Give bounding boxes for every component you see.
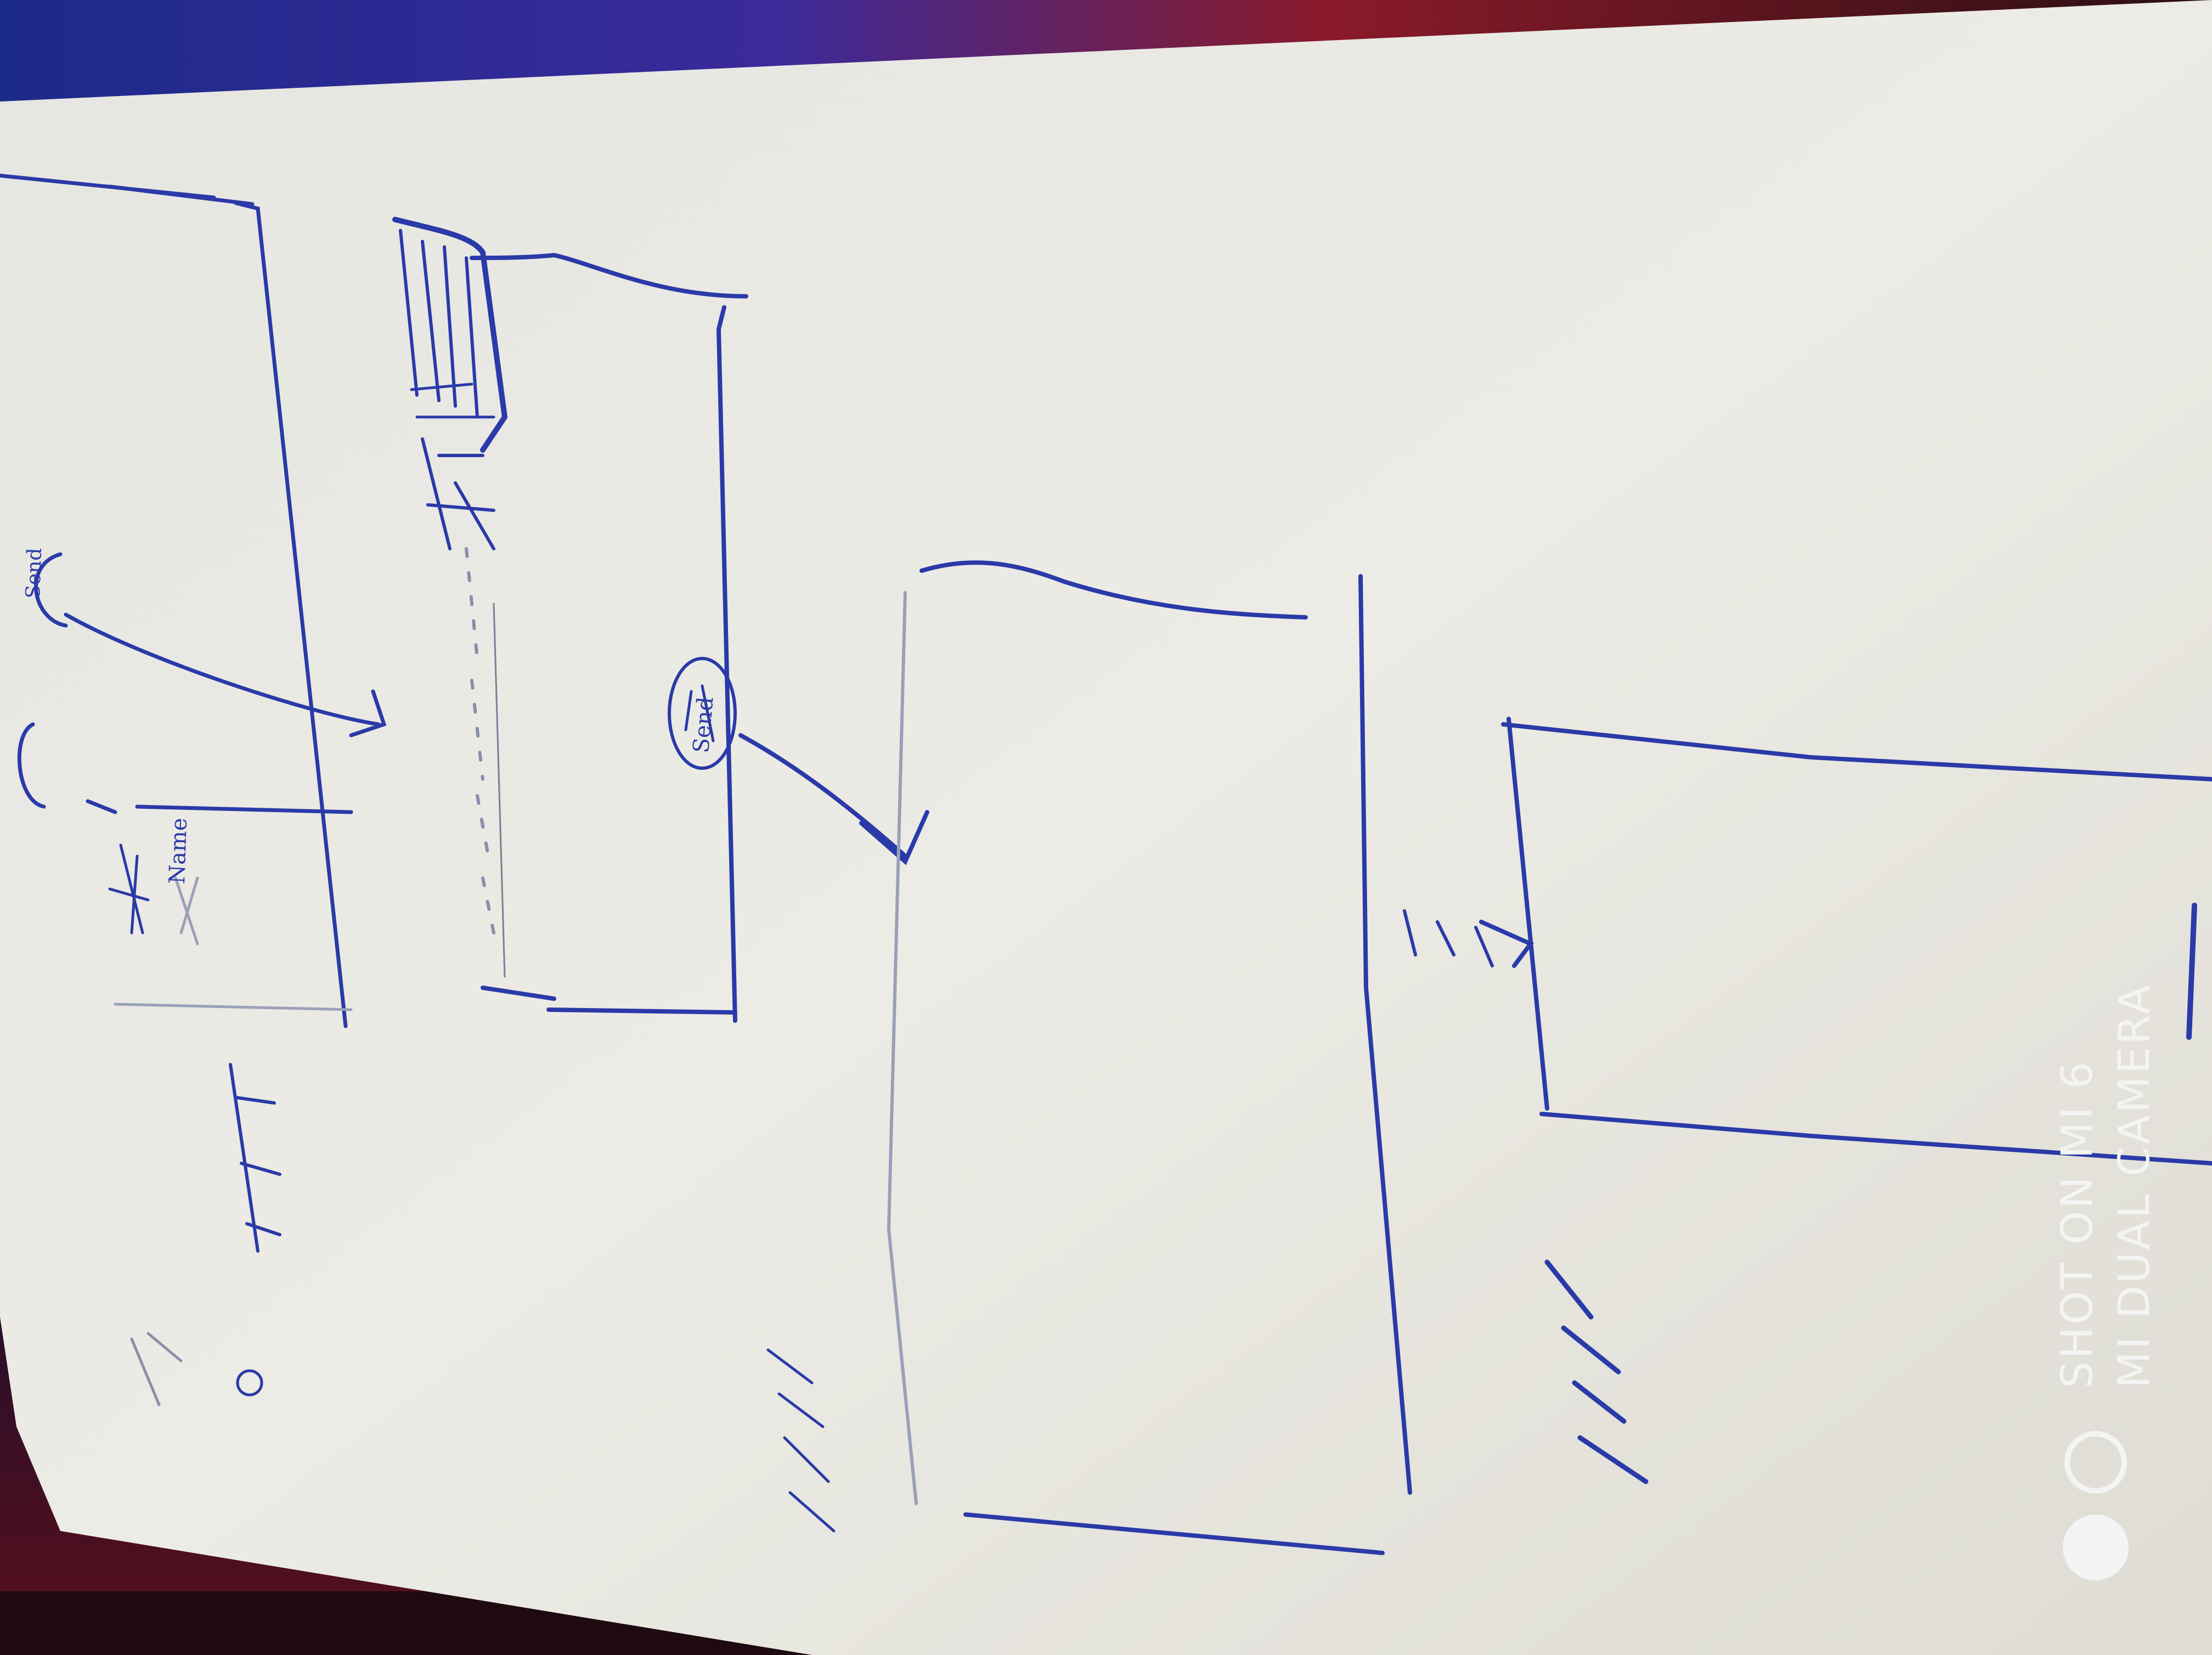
watermark-ring-icon bbox=[2064, 1431, 2127, 1494]
watermark-dot-icon bbox=[2063, 1515, 2129, 1580]
watermark-line2: MI DUAL CAMERA bbox=[2110, 983, 2159, 1388]
wireframe-screen-3 bbox=[766, 560, 1494, 1555]
wireframe-screen-1 bbox=[0, 173, 387, 1406]
sketch-send-label-1: Send bbox=[22, 547, 47, 599]
watermark-circles bbox=[2063, 1431, 2129, 1580]
sketch-name-label: Name bbox=[165, 817, 193, 885]
watermark-line1: SHOT ON MI 6 bbox=[2053, 1059, 2102, 1388]
wireframe-screen-2 bbox=[392, 217, 929, 1023]
wireframe-screen-4 bbox=[1479, 717, 2212, 1484]
sketch-send-label-2: Send bbox=[689, 695, 719, 755]
